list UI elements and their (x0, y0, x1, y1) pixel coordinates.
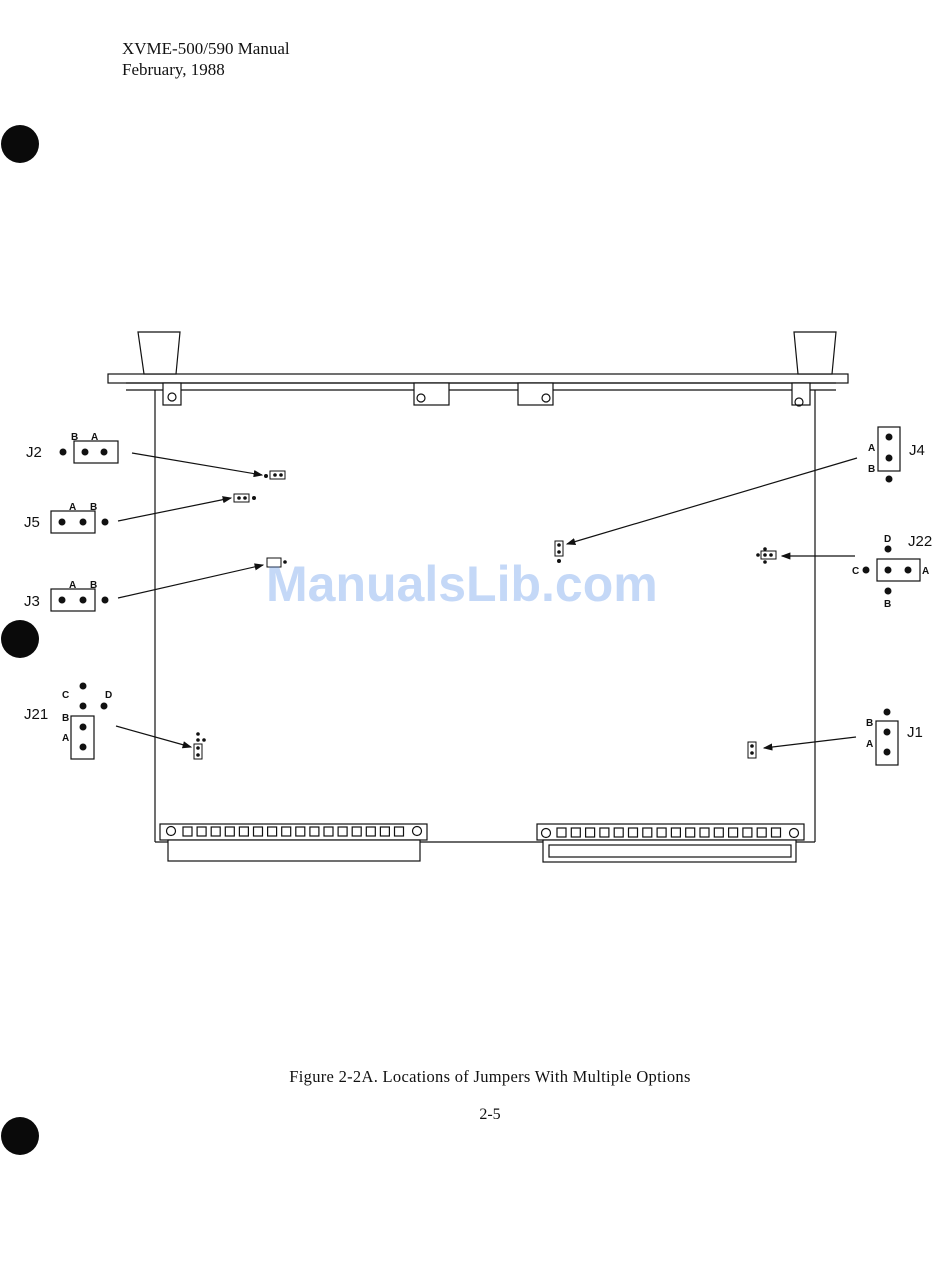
j2-pin-a (101, 449, 108, 456)
jumper-j4: J4 A B (555, 427, 925, 563)
j22-label-d: D (884, 534, 891, 545)
j22-label-c: C (852, 566, 859, 577)
j22-label-b: B (884, 599, 891, 610)
j22-pin-a (905, 567, 912, 574)
j5-label-b: B (90, 502, 97, 513)
j5-pin-b (80, 519, 87, 526)
j1-callout-arrow (764, 737, 856, 748)
j1-label-b: B (866, 718, 873, 729)
j5-pin-right (102, 519, 109, 526)
j3-label-a: A (69, 580, 76, 591)
jumper-j1-name: J1 (907, 724, 923, 741)
j21-label-a: A (62, 733, 69, 744)
j22-label-a: A (922, 566, 929, 577)
j21-label-b: B (62, 713, 69, 724)
jumper-j2-name: J2 (26, 444, 42, 461)
j2-callout-arrow (132, 453, 262, 475)
j22-pin-center (885, 567, 892, 574)
connector-p1 (160, 824, 427, 861)
j4-pin-b (886, 455, 893, 462)
j4-label-b: B (868, 464, 875, 475)
j1-pin-a (884, 749, 891, 756)
jumper-j21: J21 C D B A (24, 683, 206, 760)
j21-pin-b (80, 724, 87, 731)
j22-pin-c (863, 567, 870, 574)
page-number: 2-5 (0, 1106, 950, 1124)
j5-pin-a (59, 519, 66, 526)
j1-label-a: A (866, 739, 873, 750)
j5-header (51, 511, 95, 533)
j3-pin-a (59, 597, 66, 604)
j21-label-d: D (105, 690, 112, 701)
jumper-j4-name: J4 (909, 442, 925, 459)
j21-pin-c (80, 683, 87, 690)
j5-callout-arrow (118, 498, 231, 521)
j3-pin-right (102, 597, 109, 604)
j4-callout-arrow (567, 458, 857, 544)
jumper-j1: J1 B A (748, 709, 923, 766)
j21-label-c: C (62, 690, 69, 701)
watermark: ManualsLib.com (266, 555, 658, 613)
j3-label-b: B (90, 580, 97, 591)
j21-header (71, 716, 94, 759)
j21-pin-d (101, 703, 108, 710)
figure-caption: Figure 2-2A. Locations of Jumpers With M… (0, 1067, 950, 1087)
j2-label-b: B (71, 432, 78, 443)
j1-pin-top (884, 709, 891, 716)
j22-header (877, 559, 920, 581)
j2-pin-left (60, 449, 67, 456)
j4-label-a: A (868, 443, 875, 454)
j3-header (51, 589, 95, 611)
j3-callout-arrow (118, 565, 263, 598)
j2-header (74, 441, 118, 463)
j4-pin-bottom (886, 476, 893, 483)
j2-label-a: A (91, 432, 98, 443)
j21-callout-arrow (116, 726, 191, 747)
j3-pin-b (80, 597, 87, 604)
jumper-j21-name: J21 (24, 706, 48, 723)
j1-pin-b (884, 729, 891, 736)
j1-header (876, 721, 898, 765)
j22-pin-d (885, 546, 892, 553)
j21-pin-center (80, 703, 87, 710)
jumper-j5: J5 A B (24, 494, 256, 533)
jumper-j22: J22 D C A B (756, 533, 932, 610)
j5-label-a: A (69, 502, 76, 513)
j21-pin-a (80, 744, 87, 751)
jumper-j5-name: J5 (24, 514, 40, 531)
j22-pin-b (885, 588, 892, 595)
j2-pin-b (82, 449, 89, 456)
jumper-j22-name: J22 (908, 533, 932, 550)
j4-pin-a (886, 434, 893, 441)
connector-p2 (537, 824, 804, 862)
jumper-j3-name: J3 (24, 593, 40, 610)
